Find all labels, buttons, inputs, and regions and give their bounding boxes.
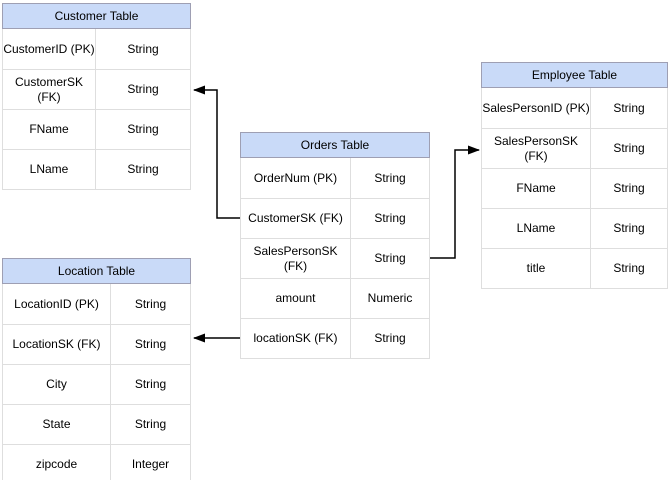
connector-orders-to-customer[interactable] <box>193 85 240 219</box>
field-type: String <box>96 109 190 149</box>
field-name: CustomerID (PK) <box>3 29 96 69</box>
field-name: amount <box>241 278 351 318</box>
table-title: Orders Table <box>240 132 430 158</box>
field-type: String <box>111 364 190 404</box>
field-name: SalesPersonSK (FK) <box>482 128 591 168</box>
field-type: String <box>591 208 667 248</box>
field-type: String <box>111 404 190 444</box>
field-type: String <box>613 100 645 115</box>
field-type: String <box>591 248 667 288</box>
field-type: Integer <box>111 444 190 480</box>
field-name: SalesPersonID (PK) <box>482 88 591 128</box>
field-type: String <box>96 69 190 109</box>
table-title: Employee Table <box>481 62 668 88</box>
field-name: LocationSK (FK) <box>3 324 111 364</box>
field-name: title <box>482 248 591 288</box>
field-name: CustomerSK (FK) <box>241 198 351 238</box>
field-name: State <box>3 404 111 444</box>
field-type: String <box>134 296 167 311</box>
field-type: String <box>374 170 406 185</box>
field-name: CustomerSK (FK) <box>3 69 96 109</box>
field-name: LName <box>482 208 591 248</box>
field-name: SalesPersonSK (FK) <box>241 238 351 278</box>
field-type: String <box>127 41 159 56</box>
field-type: String <box>351 318 429 358</box>
field-name: zipcode <box>3 444 111 480</box>
field-name: LName <box>3 149 96 189</box>
connector-orders-to-employee[interactable] <box>430 145 480 259</box>
field-name: LocationID (PK) <box>3 284 111 324</box>
field-type: String <box>351 198 429 238</box>
table-title: Location Table <box>2 258 191 284</box>
field-type: String <box>591 168 667 208</box>
field-type: String <box>96 149 190 189</box>
field-name: locationSK (FK) <box>241 318 351 358</box>
field-name: FName <box>482 168 591 208</box>
field-name: City <box>3 364 111 404</box>
field-type: String <box>591 128 667 168</box>
field-type: Numeric <box>351 278 429 318</box>
table-title: Customer Table <box>2 3 191 29</box>
field-type: String <box>351 238 429 278</box>
field-name: FName <box>3 109 96 149</box>
field-name: OrderNum (PK) <box>241 158 351 198</box>
field-type: String <box>111 324 190 364</box>
